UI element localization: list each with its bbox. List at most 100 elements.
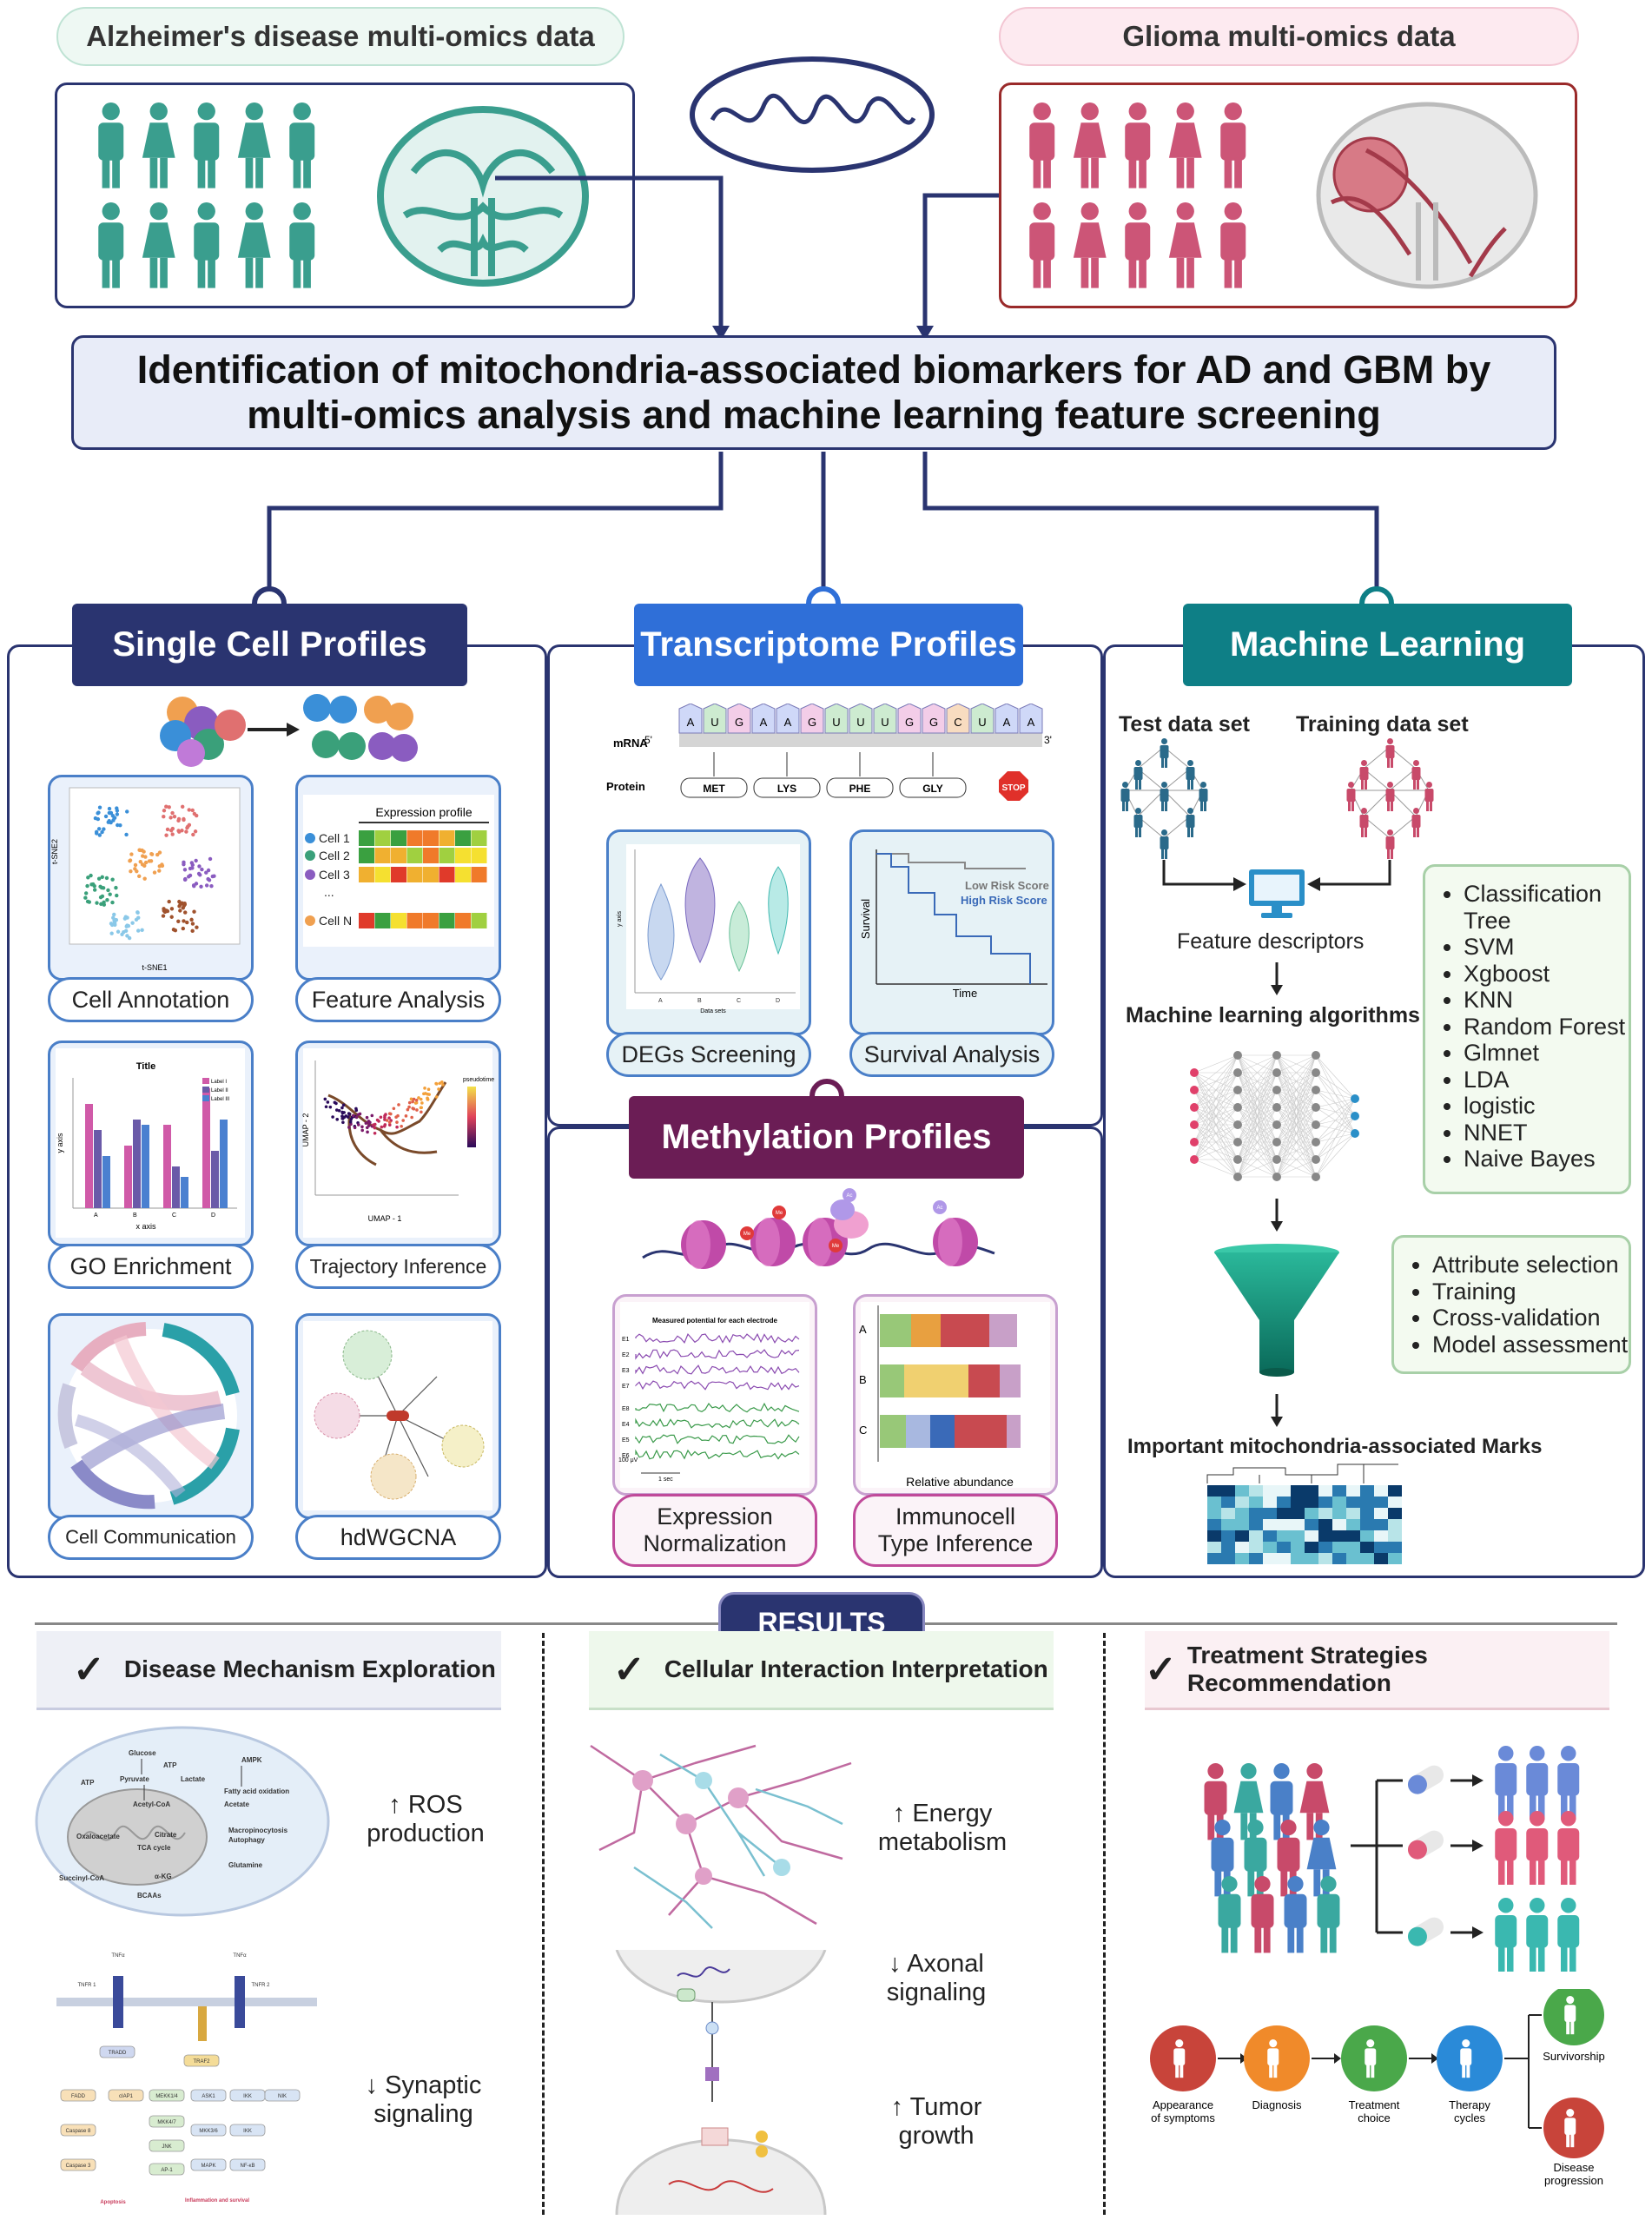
marks-heatmap-cell (1305, 1485, 1318, 1497)
pathway-label: Apoptosis (100, 2200, 126, 2205)
abundance-x-label: Relative abundance (906, 1475, 1014, 1489)
tsne-plot: t-SNE1 t-SNE2 (50, 787, 241, 972)
codon-letter: G (905, 716, 914, 729)
step-item: Model assessment (1432, 1331, 1629, 1358)
marks-heatmap-cell (1221, 1553, 1235, 1564)
ecg-trace (635, 1364, 800, 1375)
tsne-point (207, 878, 212, 882)
tsne-point (102, 827, 106, 831)
tsne-point (102, 902, 107, 907)
algorithm-item: KNN (1464, 987, 1629, 1014)
trajectory-umap-plot: pseudotime UMAP - 1 UMAP - 2 (301, 1048, 494, 1238)
codon-base (727, 704, 751, 734)
tsne-point (112, 912, 116, 917)
responder-icon (1557, 1898, 1580, 1972)
tsne-point (89, 873, 93, 878)
go-bar (124, 1146, 132, 1208)
tsne-point (118, 823, 122, 828)
glioma-person-icon (1073, 102, 1107, 188)
heatmap-cell (455, 913, 471, 928)
abundance-segment (955, 1415, 1007, 1448)
nn-edge (1276, 1054, 1317, 1126)
trajectory-point (340, 1117, 345, 1120)
mark-ac-2: Ac (936, 1206, 942, 1211)
nn-edge (1193, 1159, 1239, 1178)
marks-heatmap-cell (1360, 1519, 1374, 1530)
go-bar (133, 1120, 141, 1208)
protein-label: LYS (777, 783, 796, 795)
pill-icon-half (1407, 1774, 1427, 1794)
heatmap-cell (455, 848, 471, 863)
trajectory-point (395, 1120, 399, 1124)
glioma-people-and-brain-illustration (1029, 102, 1538, 289)
marks-heatmap-cell (1374, 1542, 1388, 1553)
test-person-icon (1160, 782, 1169, 811)
marks-heatmap-cell (1235, 1485, 1249, 1497)
trajectory-point (396, 1113, 400, 1118)
computer-icon (1249, 869, 1305, 918)
nn-edge (1276, 1089, 1317, 1178)
feature-cell-3: Cell 3 (319, 868, 350, 882)
immunocell-label: Immunocell Type Inference (853, 1494, 1058, 1567)
nn-edge (1315, 1098, 1356, 1143)
go-bar (220, 1120, 228, 1208)
marks-heatmap-cell (1235, 1508, 1249, 1519)
treatment-arrowhead (1472, 1926, 1483, 1939)
tsne-point (189, 861, 195, 865)
pathway-label: JNK (162, 2144, 171, 2150)
codon-letter: G (735, 716, 743, 729)
nn-node (1233, 1086, 1242, 1094)
tsne-point (157, 869, 162, 873)
timeline-person-glyph (1365, 2039, 1377, 2078)
nn-edge (1315, 1115, 1356, 1178)
heatmap-cell (391, 848, 406, 863)
check-icon-3: ✓ (1145, 1648, 1177, 1691)
marks-heatmap-cell (1291, 1519, 1305, 1530)
results-separator-1 (542, 1633, 545, 2215)
tsne-point (99, 902, 103, 907)
ad-data-box (55, 83, 635, 308)
tsne-point (208, 856, 213, 862)
marks-heatmap-cell (1207, 1519, 1221, 1530)
ecg-trace (635, 1349, 800, 1360)
nn-node (1351, 1094, 1359, 1103)
algorithms-list: ClassificationTreeSVMXgboostKNNRandom Fo… (1425, 881, 1629, 1173)
trajectory-point (360, 1125, 364, 1129)
codon-letter: U (881, 716, 889, 729)
test-person-icon (1160, 829, 1169, 859)
tsne-point (142, 876, 147, 881)
tsne-point (185, 920, 189, 925)
glioma-person-icon (1220, 202, 1246, 288)
nn-node (1233, 1173, 1242, 1181)
tsne-point (172, 814, 177, 819)
train-person-icon (1359, 760, 1369, 790)
nn-node (1190, 1138, 1199, 1146)
tsne-point (184, 829, 188, 834)
marks-heatmap-cell (1221, 1485, 1235, 1497)
abundance-row-label: C (859, 1424, 867, 1437)
tsne-point (190, 922, 195, 926)
tsne-point (167, 899, 171, 904)
tsne-point (128, 859, 132, 863)
tsne-point (183, 910, 188, 915)
network-edge (1363, 746, 1391, 770)
result-col2-title: Cellular Interaction Interpretation (664, 1655, 1048, 1682)
marks-heatmap-cell (1332, 1519, 1346, 1530)
trajectory-point (387, 1120, 392, 1125)
go-legend-label: Label I (211, 1080, 227, 1085)
timeline-arrowhead (1334, 2053, 1341, 2064)
tsne-point (112, 816, 117, 820)
tsne-point (195, 925, 199, 929)
marks-heatmap-cell (1360, 1542, 1374, 1553)
marks-heatmap-cell (1305, 1553, 1318, 1564)
tsne-point (182, 919, 186, 923)
main-title-line-2: multi-omics analysis and machine learnin… (247, 393, 1381, 437)
trajectory-point (400, 1124, 403, 1128)
nn-edge (1276, 1072, 1317, 1178)
tsne-point (96, 810, 101, 815)
nn-edge (1193, 1141, 1239, 1160)
ad-person-icon (98, 102, 124, 188)
ecg-time: 1 sec (658, 1477, 673, 1483)
immunocell-line1: Immunocell (895, 1503, 1016, 1530)
nn-edge (1315, 1072, 1356, 1100)
